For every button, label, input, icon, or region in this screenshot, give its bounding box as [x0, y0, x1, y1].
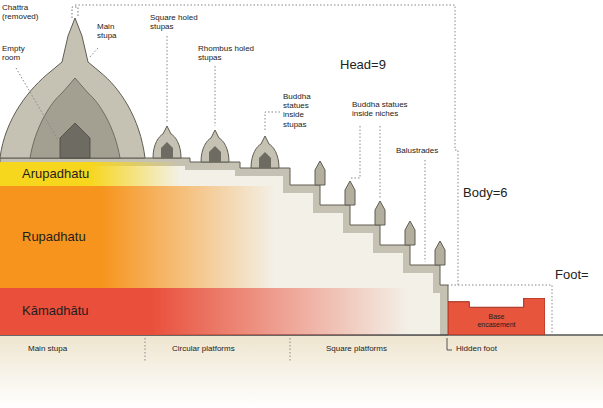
leader	[89, 48, 98, 58]
realm-name: Arupadhatu	[22, 167, 89, 181]
part-label: Main stupa	[97, 22, 127, 40]
niche-shrine	[375, 201, 385, 225]
part-label: Square holed stupas	[150, 13, 212, 31]
niche-shrine	[405, 221, 415, 245]
small-stupa	[201, 130, 229, 162]
niche-shrine	[315, 161, 325, 185]
part-label: Balustrades	[396, 146, 452, 155]
monument-core	[0, 166, 440, 335]
section-label: Circular platforms	[172, 344, 272, 353]
realm-band: Rupadhatu	[0, 186, 290, 288]
inner-stupa	[30, 78, 120, 158]
head-bracket	[75, 5, 455, 150]
stupa-core	[161, 142, 173, 158]
realm-band: Arupadhatu	[0, 162, 180, 186]
part-label: Empty room	[2, 44, 32, 62]
small-stupa	[251, 136, 279, 168]
leader	[350, 126, 360, 178]
leader	[215, 66, 216, 126]
leader	[265, 112, 280, 132]
base-encasement: Base encasement	[448, 298, 545, 335]
part-label: Base encasement	[472, 313, 522, 328]
removed-chattra	[72, 7, 78, 18]
section-divider	[145, 338, 146, 362]
proportion-label: Head=9	[340, 58, 410, 73]
leader	[380, 126, 381, 198]
hidden-foot-mark	[447, 338, 452, 350]
body-bracket	[448, 150, 458, 285]
small-stupa	[153, 126, 181, 158]
realm-band: Kāmadhātu	[0, 288, 430, 335]
realm-name: Rupadhatu	[22, 230, 86, 244]
monument-profile	[0, 158, 448, 335]
empty-room-shape	[60, 123, 90, 158]
leader	[425, 160, 426, 262]
leader	[167, 36, 168, 122]
part-label: Chattra (removed)	[2, 3, 42, 21]
part-label: Rhombus holed stupas	[198, 44, 260, 62]
ground	[0, 335, 603, 408]
proportion-label: Foot=	[555, 268, 599, 283]
proportion-label: Body=6	[463, 186, 533, 201]
niche-shrine	[435, 241, 445, 265]
niche-shrine	[345, 181, 355, 205]
part-label: Buddha statues inside niches	[352, 100, 424, 118]
encasement-outline	[448, 298, 545, 335]
section-label: Square platforms	[326, 344, 426, 353]
section-label: Main stupa	[28, 344, 118, 353]
section-label: Hidden foot	[456, 344, 536, 353]
stupa-core	[209, 146, 221, 162]
part-label: Buddha statues inside stupas	[283, 92, 323, 129]
stupa-core	[259, 152, 271, 168]
realm-name: Kāmadhātu	[22, 304, 89, 318]
main-stupa-shape	[0, 18, 145, 158]
section-divider	[290, 338, 291, 362]
leader	[16, 68, 58, 140]
